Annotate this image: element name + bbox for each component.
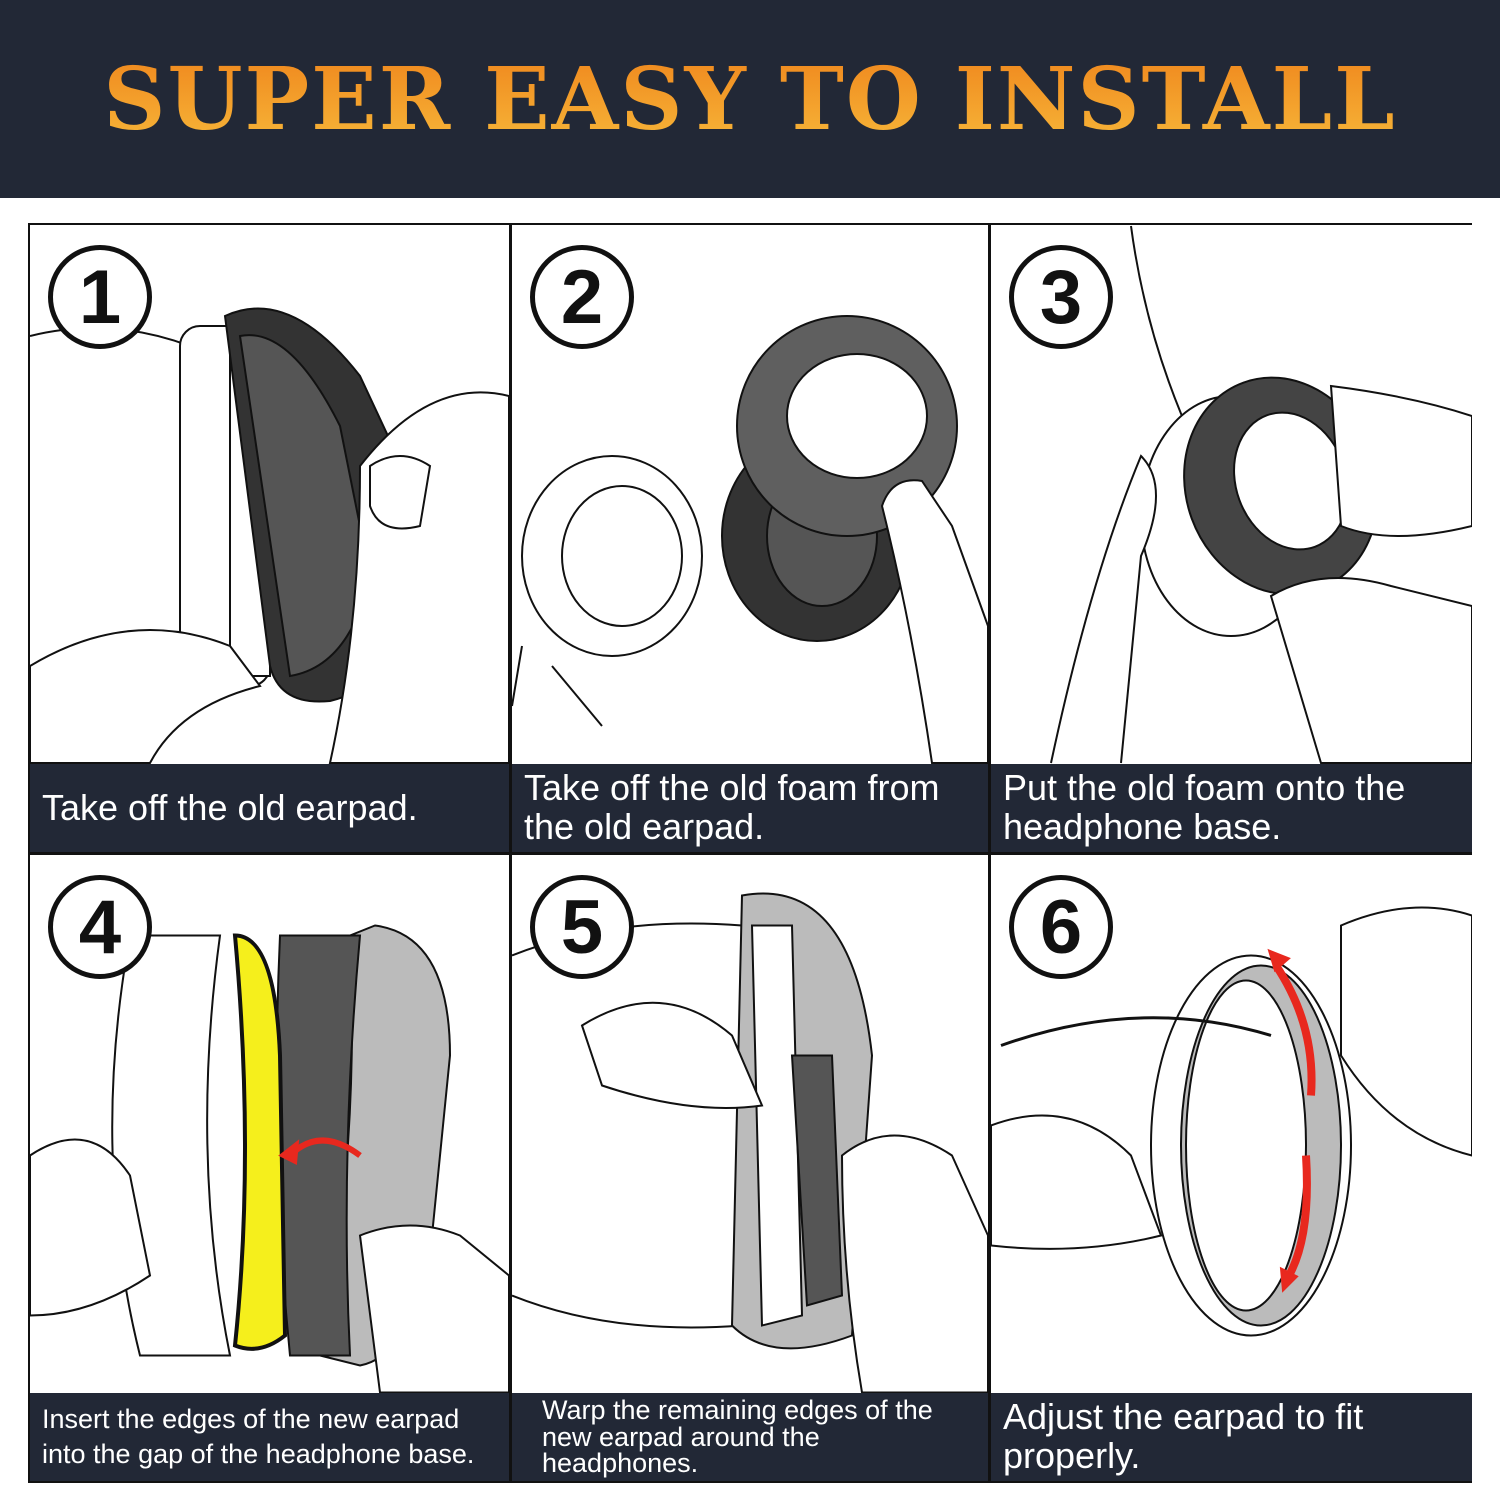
step-2: 2 Take off the old foam from the old ear… <box>512 225 988 852</box>
step-6-caption: Adjust the earpad to fit properly. <box>991 1393 1472 1481</box>
step-6-illustration: 6 <box>991 855 1472 1393</box>
step-3-caption: Put the old foam onto the headphone base… <box>991 764 1472 852</box>
step-number: 5 <box>530 875 634 979</box>
step-5-caption: Warp the remaining edges of the new earp… <box>512 1393 988 1481</box>
page-title: SUPER EASY TO INSTALL <box>103 48 1397 150</box>
step-2-illustration: 2 <box>512 225 988 764</box>
step-4-caption: Insert the edges of the new earpad into … <box>30 1393 509 1481</box>
steps-grid: 1 Take off the old earpad. 2 <box>28 223 1472 1483</box>
step-4: 4 Insert the edges of the new earpad int… <box>30 855 509 1481</box>
title-banner: SUPER EASY TO INSTALL <box>0 0 1500 198</box>
step-4-illustration: 4 <box>30 855 509 1393</box>
step-3-illustration: 3 <box>991 225 1472 764</box>
step-number: 2 <box>530 245 634 349</box>
step-5: 5 Warp the remaining edges of the new ea… <box>512 855 988 1481</box>
step-number: 4 <box>48 875 152 979</box>
step-number: 1 <box>48 245 152 349</box>
step-3: 3 Put the old foam onto the headphone ba… <box>991 225 1472 852</box>
step-1: 1 Take off the old earpad. <box>30 225 509 852</box>
step-5-illustration: 5 <box>512 855 988 1393</box>
step-number: 6 <box>1009 875 1113 979</box>
step-2-caption: Take off the old foam from the old earpa… <box>512 764 988 852</box>
step-6: 6 Adjust the earpad to fit properly. <box>991 855 1472 1481</box>
step-1-illustration: 1 <box>30 225 509 764</box>
step-number: 3 <box>1009 245 1113 349</box>
step-1-caption: Take off the old earpad. <box>30 764 509 852</box>
